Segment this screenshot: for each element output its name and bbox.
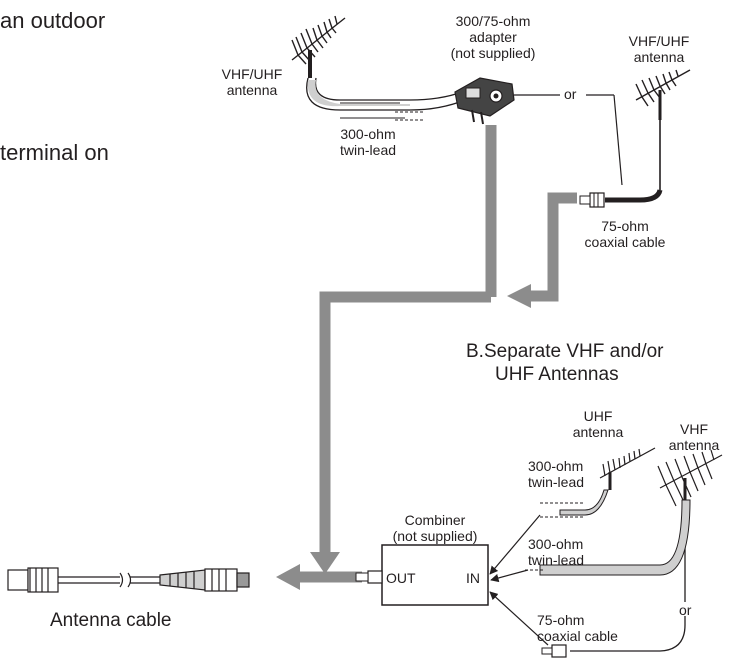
input-arrows — [489, 514, 549, 646]
coaxial-cable-b — [541, 624, 686, 658]
arrowheads — [276, 284, 531, 590]
combiner-out-label: OUT — [386, 570, 416, 586]
twin-lead-cable-b2 — [525, 499, 691, 576]
twin-lead-cable-b1 — [540, 489, 609, 518]
antenna-cable-icon — [7, 567, 250, 593]
uhf-antenna-icon — [599, 447, 656, 490]
antenna-cable-label: Antenna cable — [50, 610, 172, 631]
combiner-box — [355, 544, 489, 606]
intro-fragment-2: terminal on — [0, 140, 109, 165]
vhf-uhf-antenna-left-icon — [291, 15, 346, 78]
vhf-antenna-icon — [657, 449, 723, 625]
or-connector-a — [514, 94, 623, 186]
signal-path-arrows — [300, 125, 577, 583]
or-label-a: or — [564, 86, 577, 102]
intro-fragment-1: an outdoor — [0, 8, 106, 33]
section-b-title-line2: UHF Antennas — [495, 364, 619, 385]
adapter-300-75-icon — [454, 77, 515, 125]
section-b-title-line1: B.Separate VHF and/or — [466, 341, 664, 362]
combiner-label: Combiner(not supplied) — [392, 512, 478, 544]
vhf-uhf-antenna-right-icon — [635, 69, 691, 190]
combiner-in-label: IN — [466, 570, 480, 586]
or-label-b: or — [679, 602, 692, 618]
twin-lead-cable-a — [306, 77, 466, 121]
coaxial-cable-a — [579, 189, 663, 208]
